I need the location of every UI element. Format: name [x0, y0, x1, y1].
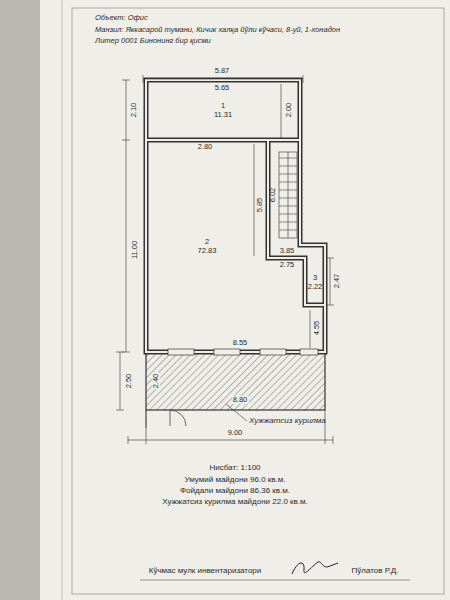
room-box: 32.22 [305, 258, 325, 305]
note-text: Хужжатсиз курилма [249, 416, 326, 426]
signatory-name: Пўлатов Р.Д. [352, 567, 399, 576]
building-part: Литер 0001 Бинонинг бир қисми [95, 37, 211, 45]
dimension: 3.85 [280, 247, 295, 255]
sheet-frame [72, 8, 444, 594]
dimension: 2.00 [285, 103, 293, 118]
signature-scribble [292, 562, 338, 574]
page-fold [62, 0, 63, 600]
dimension-lines [116, 75, 334, 444]
dimension: 2.75 [280, 261, 295, 269]
room-number: 3 [313, 273, 317, 282]
dimension: 5.65 [215, 84, 230, 92]
dimension: 8.80 [232, 396, 249, 404]
room-area: 11.31 [214, 110, 232, 119]
dimension: 6.02 [269, 188, 277, 203]
dimension: 2.47 [333, 274, 341, 289]
room-area: 72.83 [198, 246, 217, 255]
signature-line [140, 580, 410, 581]
room-box: 272.83 [146, 140, 268, 352]
dimension: 8.55 [233, 339, 248, 347]
room-number: 1 [221, 101, 225, 110]
area-note: Хужжатсиз курилма майдони 22.0 кв.м. [162, 498, 308, 507]
hatched-extension [146, 352, 325, 410]
staircase [279, 152, 297, 238]
paper-sheet [40, 0, 450, 600]
dimension: 5.85 [256, 198, 264, 213]
walls [146, 80, 325, 352]
area-note: Умумий майдони 96.0 кв.м. [184, 476, 285, 485]
dimension: 2.40 [152, 373, 160, 390]
leader-line [226, 404, 247, 421]
dimension: 2.80 [198, 143, 213, 151]
dimension: 5.87 [214, 67, 231, 75]
window-marks [168, 349, 318, 355]
room-number: 2 [205, 237, 209, 246]
dimension: 4.55 [313, 321, 321, 336]
dimension: 2.50 [125, 374, 133, 389]
dimension: 2.10 [130, 103, 138, 118]
object-heading: Объект: Офис [95, 14, 148, 22]
area-note: Фойдали майдони 86.36 кв.м. [180, 487, 290, 496]
room-area: 2.22 [308, 282, 323, 291]
address-line: Манзил: Яккасарой тумани, Кичик халқа йў… [95, 26, 340, 34]
signatory-title: Кўчмас мулк инвентаризатори [149, 567, 262, 576]
binding-strip [0, 0, 40, 600]
door-swing [146, 410, 186, 428]
stair-steps [279, 158, 297, 230]
dimension: 11.00 [131, 241, 139, 259]
scale-note: Нисбат: 1:100 [209, 464, 260, 473]
dimension: 9.00 [227, 429, 244, 437]
